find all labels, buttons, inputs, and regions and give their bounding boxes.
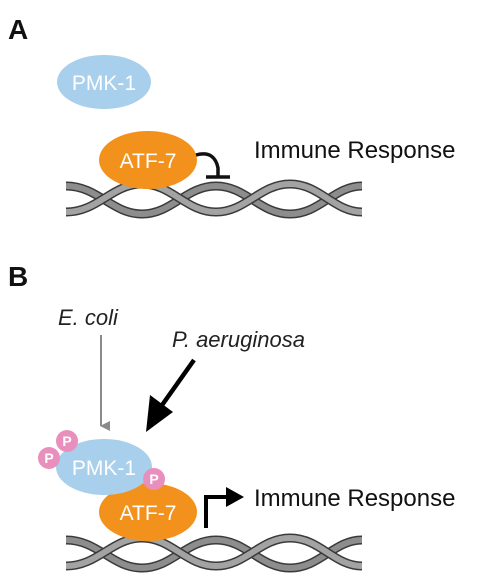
atf7-protein-a [99, 131, 197, 189]
ecoli-label: E. coli [58, 305, 119, 330]
activation-arrow-icon [204, 487, 244, 528]
panel-b-label: B [8, 261, 28, 292]
atf7-label-a: ATF-7 [120, 150, 177, 173]
panel-a-label: A [8, 14, 28, 45]
repression-icon [195, 152, 230, 179]
pmk1-label-a: PMK-1 [72, 72, 136, 95]
svg-text:P: P [44, 450, 53, 466]
pmk1-label-b: PMK-1 [72, 457, 136, 480]
phosphate-group-2: P [56, 430, 78, 452]
dna-helix-b [65, 533, 363, 573]
pmk1-protein-a [57, 55, 151, 109]
immune-response-label-a: Immune Response [254, 137, 455, 164]
immune-response-label-b: Immune Response [254, 485, 455, 512]
svg-text:P: P [149, 471, 158, 487]
phosphate-group-1: P [38, 447, 60, 469]
paeruginosa-arrow [146, 358, 196, 432]
pmk1-protein-b [56, 439, 152, 495]
atf7-protein-b [99, 483, 197, 541]
svg-text:P: P [62, 433, 71, 449]
atf7-label-b: ATF-7 [120, 502, 177, 525]
dna-helix-a [65, 179, 363, 219]
paeruginosa-label: P. aeruginosa [172, 327, 305, 352]
phosphate-group-3: P [143, 468, 165, 490]
